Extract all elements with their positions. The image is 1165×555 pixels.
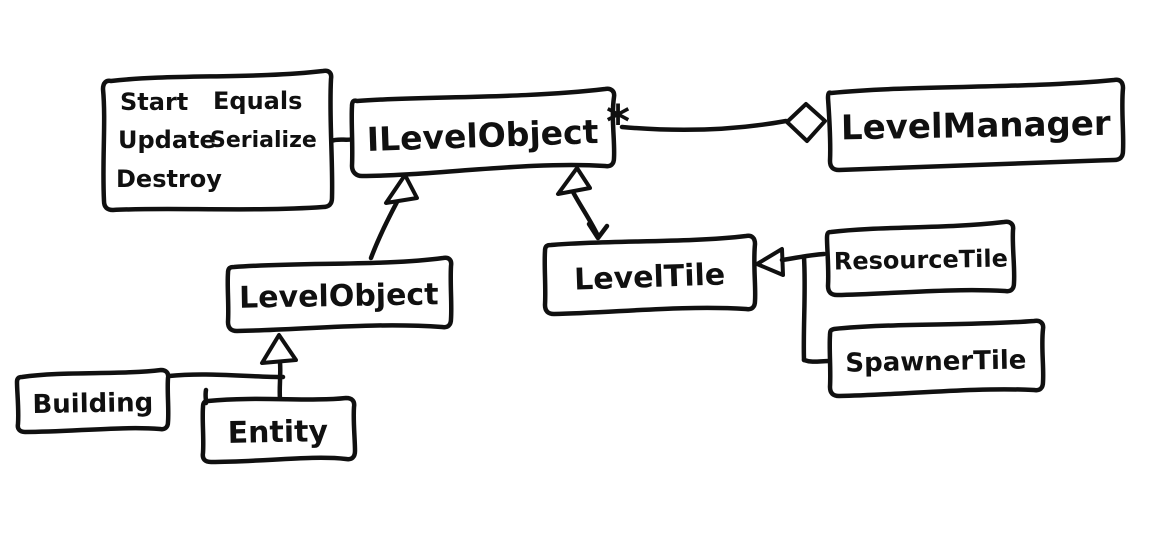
node-label: LevelTile — [574, 257, 726, 297]
method-label: Destroy — [116, 165, 222, 193]
entity-vertical-line — [277, 359, 283, 402]
node-levelobject: LevelObject — [225, 255, 454, 334]
node-methods-note: Start Equals Update Serialize Destroy — [100, 68, 335, 213]
node-levelmanager: LevelManager — [825, 77, 1126, 173]
building-horizontal-line — [166, 372, 286, 380]
node-label: SpawnerTile — [845, 345, 1027, 378]
box-outline — [542, 233, 758, 317]
method-label: Update — [118, 126, 216, 154]
method-label: Start — [120, 88, 188, 116]
node-building: Building — [14, 367, 171, 435]
inheritance-triangle-icon — [755, 247, 785, 277]
node-label: LevelObject — [239, 277, 439, 315]
node-entity: Entity — [200, 387, 358, 465]
aggregation-line — [619, 118, 789, 133]
arrowhead-icon — [586, 221, 610, 241]
node-leveltile: LevelTile — [542, 233, 758, 317]
method-label: Serialize — [210, 128, 317, 153]
node-label: ILevelObject — [366, 112, 599, 159]
box-outline — [100, 68, 335, 213]
edge-leveltile-realizes-ilevelobject — [556, 166, 610, 241]
aggregation-diamond-icon — [785, 102, 827, 143]
realization-line — [368, 199, 400, 261]
inheritance-triangle-icon — [384, 173, 419, 205]
node-ilevelobject: ILevelObject — [349, 86, 617, 179]
method-label: Equals — [213, 87, 302, 115]
box-outline — [349, 86, 617, 179]
box-outline — [824, 219, 1017, 298]
spawnertile-line — [801, 357, 832, 364]
edge-building-entity-inherit-levelobject — [166, 333, 298, 402]
box-outline — [14, 367, 171, 435]
box-outline — [825, 77, 1126, 173]
node-spawnertile: SpawnerTile — [827, 318, 1046, 399]
box-outline — [200, 395, 358, 465]
box-outline — [827, 318, 1046, 399]
edge-tiles-inherit-leveltile — [755, 247, 832, 364]
node-label: LevelManager — [841, 104, 1112, 149]
box-outline — [225, 255, 454, 334]
multiplicity-star: * — [606, 95, 630, 149]
edge-aggregation-levelmanager — [619, 102, 827, 143]
inheritance-triangle-icon — [260, 333, 298, 365]
node-label: Entity — [227, 414, 328, 451]
node-resourcetile: ResourceTile — [824, 219, 1017, 298]
node-label: Building — [32, 388, 153, 420]
node-label: ResourceTile — [834, 244, 1009, 275]
edge-levelobject-realizes-ilevelobject — [368, 173, 419, 261]
junction-vertical-line — [801, 254, 807, 363]
